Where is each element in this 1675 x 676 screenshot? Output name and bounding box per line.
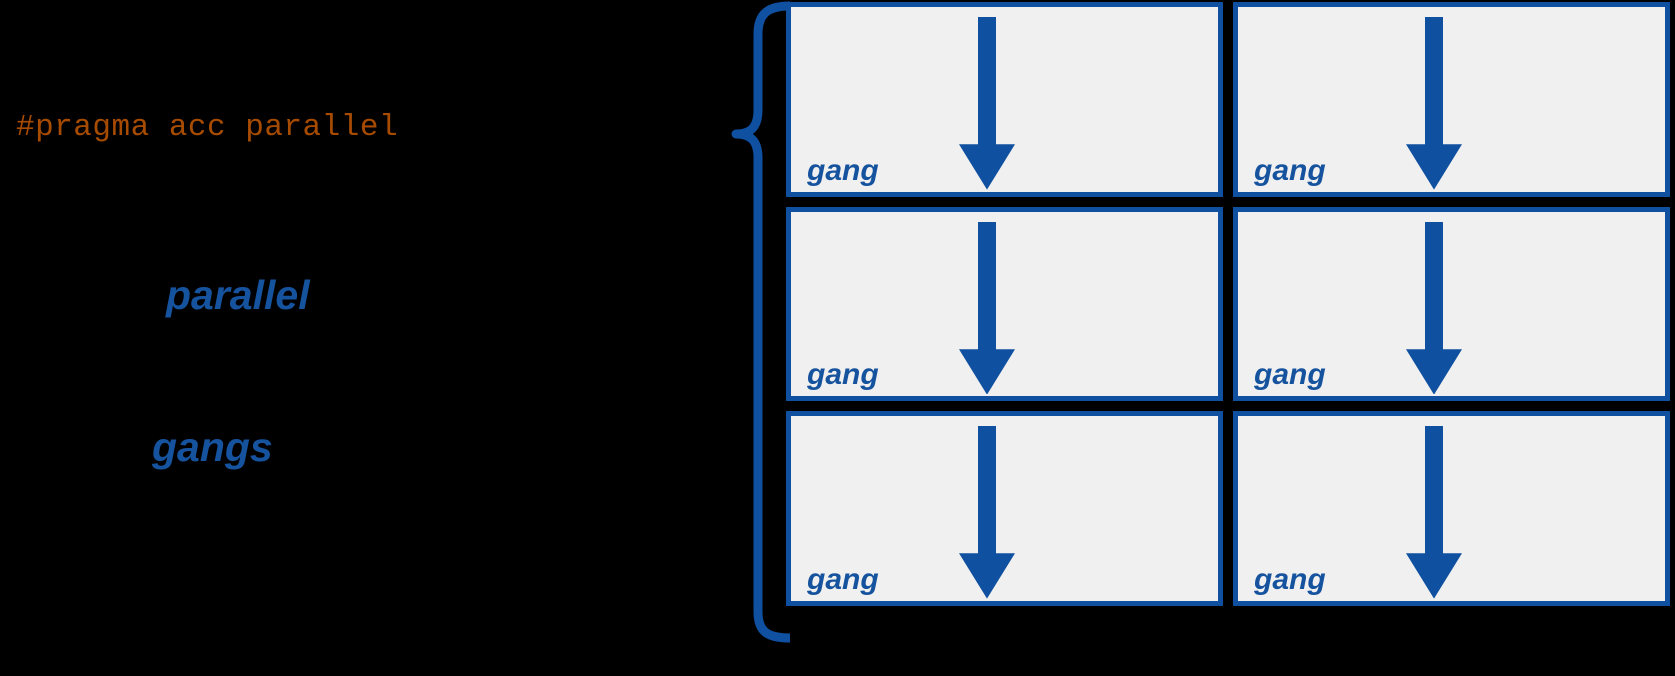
gang-label: gang <box>807 358 879 392</box>
gang-cell[interactable]: gang <box>1233 206 1670 402</box>
gang-cell[interactable]: gang <box>1233 2 1670 197</box>
keyword-gangs-label: gangs <box>152 424 273 470</box>
keyword-parallel-label: parallel <box>166 272 310 318</box>
gang-cell[interactable]: gang <box>1233 411 1670 606</box>
down-arrow-icon <box>947 426 1027 599</box>
curly-brace-icon <box>640 0 795 650</box>
down-arrow-icon <box>1394 17 1474 190</box>
gang-label: gang <box>807 563 879 596</box>
gang-cell[interactable]: gang <box>786 2 1223 197</box>
gang-label: gang <box>1254 358 1326 392</box>
gang-label: gang <box>1254 153 1326 187</box>
down-arrow-icon <box>1394 221 1474 395</box>
gang-cell[interactable]: gang <box>786 411 1223 606</box>
down-arrow-icon <box>947 17 1027 190</box>
down-arrow-icon <box>947 221 1027 395</box>
down-arrow-icon <box>1394 426 1474 599</box>
gang-label: gang <box>1254 563 1326 596</box>
gang-grid: gang gang gang gang <box>786 2 1670 606</box>
gang-label: gang <box>807 153 879 187</box>
gang-cell[interactable]: gang <box>786 206 1223 402</box>
pragma-directive-text: #pragma acc parallel <box>16 110 399 145</box>
